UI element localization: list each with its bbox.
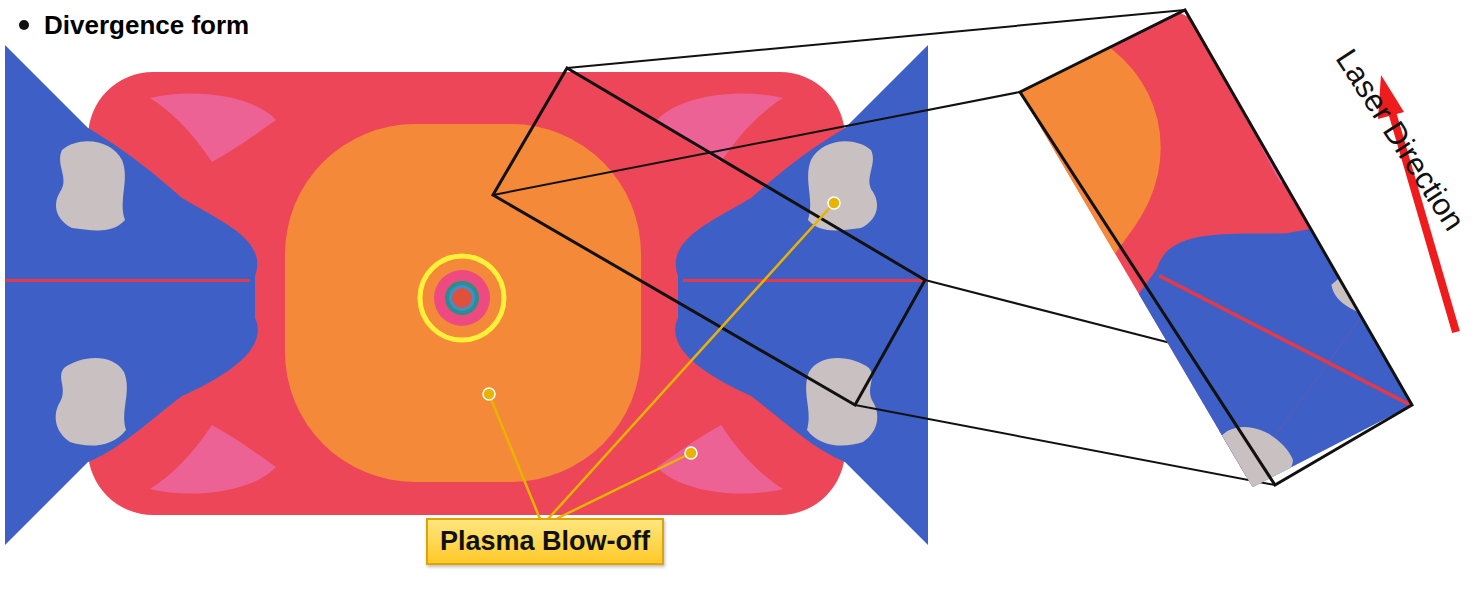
callout-text: Plasma Blow-off [440, 526, 650, 557]
direction-label: Laser Direction [1328, 43, 1472, 237]
zoom-source-frame [493, 68, 925, 405]
main-scene [5, 45, 928, 545]
callout-box: Plasma Blow-off [426, 518, 664, 565]
slide-title: Divergence form [44, 10, 249, 41]
bullet [19, 20, 29, 30]
leader-lines [483, 197, 840, 519]
zoom-inset [269, 0, 1478, 594]
